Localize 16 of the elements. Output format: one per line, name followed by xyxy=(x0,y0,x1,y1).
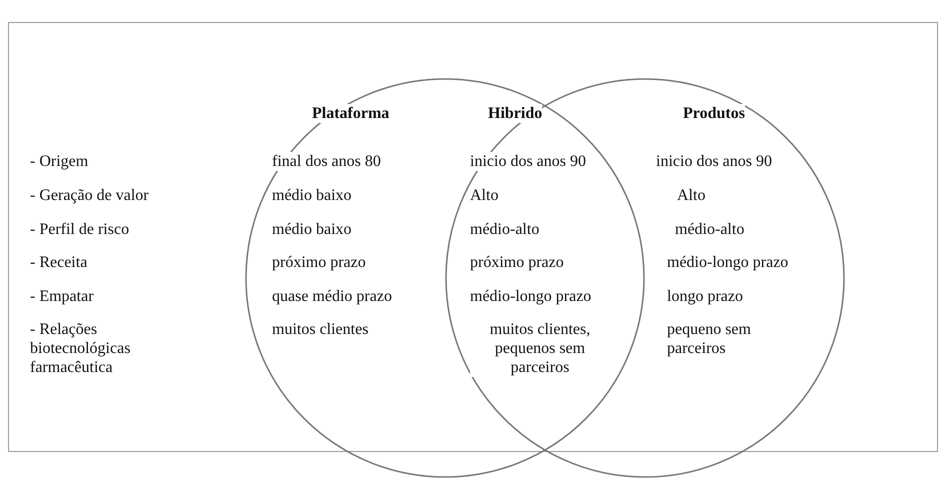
attribute-value: médio-longo prazo xyxy=(667,253,788,272)
attribute-name: - Origem xyxy=(30,152,88,171)
attribute-name: - Perfil de risco xyxy=(30,220,130,239)
attribute-value: próximo prazo xyxy=(470,253,564,272)
attribute-value: inicio dos anos 90 xyxy=(470,152,586,171)
attribute-value: próximo prazo xyxy=(272,253,366,272)
attribute-name: - Geração de valor xyxy=(30,186,149,205)
attribute-name: - Receita xyxy=(30,253,88,272)
attribute-value: quase médio prazo xyxy=(272,287,392,306)
set-heading: Hibrido xyxy=(488,104,542,123)
set-heading: Plataforma xyxy=(312,104,390,123)
attribute-name: - Relações biotecnológicas farmacêutica xyxy=(30,320,132,377)
attribute-value: médio-longo prazo xyxy=(470,287,592,306)
attribute-name: - Empatar xyxy=(30,287,94,306)
attribute-value: final dos anos 80 xyxy=(272,152,381,171)
attribute-value: longo prazo xyxy=(667,287,743,306)
